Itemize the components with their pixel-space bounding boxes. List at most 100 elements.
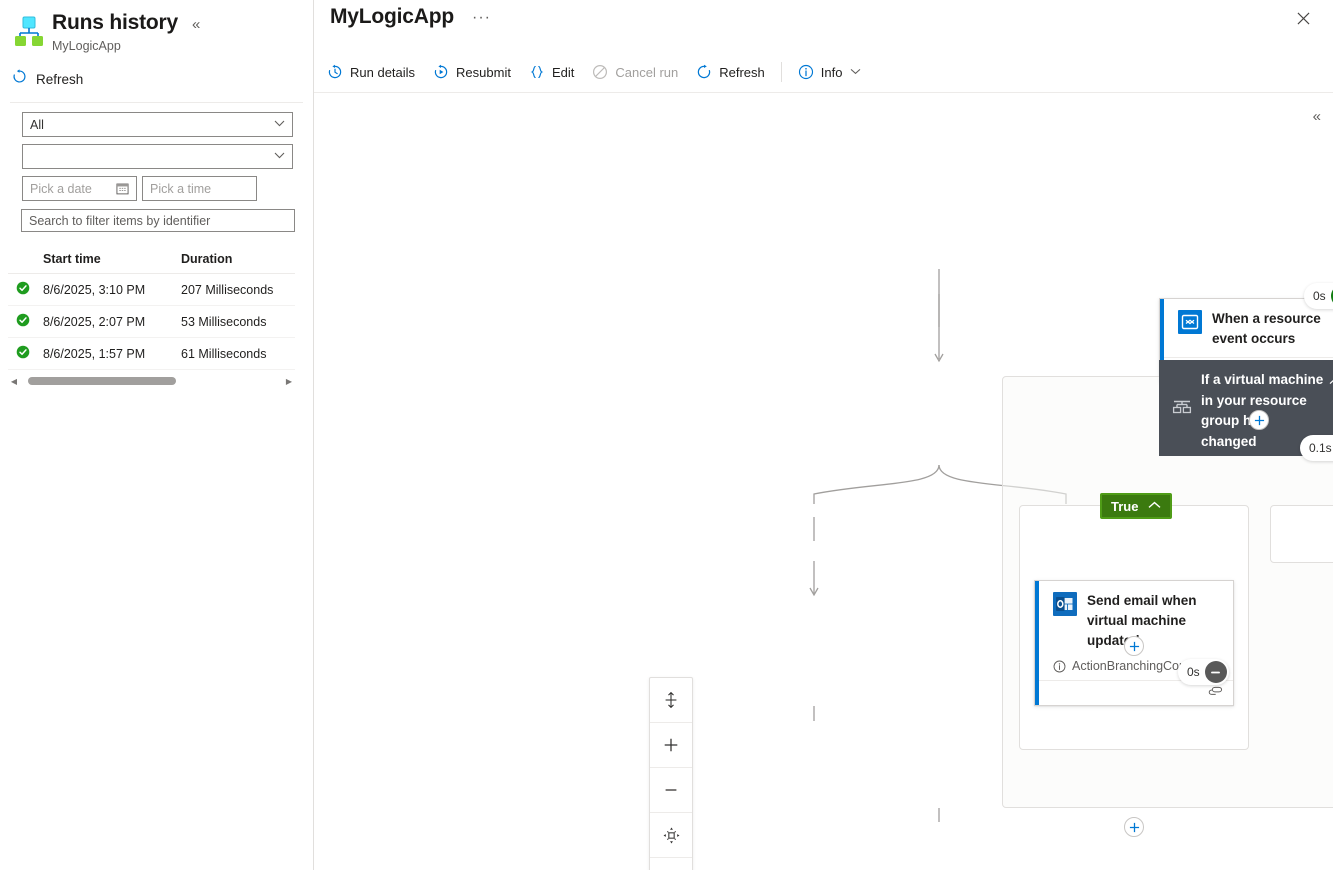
canvas-tools: [649, 677, 693, 870]
fit-to-screen-button[interactable]: [650, 678, 692, 723]
add-action-button[interactable]: [1124, 817, 1144, 837]
trigger-status-badge: 0s: [1304, 283, 1333, 309]
page-title: Runs history: [52, 11, 178, 34]
run-status-icon: [8, 345, 38, 362]
false-branch-empty-label: 0 Actions: [1270, 536, 1333, 551]
info-button[interactable]: Info: [789, 57, 871, 88]
info-label: Info: [820, 64, 843, 80]
condition-node[interactable]: If a virtual machine in your resource gr…: [1159, 360, 1333, 456]
zoom-out-button[interactable]: [650, 768, 692, 813]
search-button[interactable]: [650, 858, 692, 870]
resubmit-icon: [433, 64, 449, 80]
add-action-button[interactable]: [1249, 410, 1269, 430]
run-status-icon: [8, 313, 38, 330]
chevron-up-icon[interactable]: [1329, 372, 1333, 390]
runs-table-horizontal-scrollbar[interactable]: ◀ ▶: [8, 376, 295, 386]
table-row[interactable]: 8/6/2025, 3:10 PM 207 Milliseconds: [8, 274, 295, 306]
refresh-label: Refresh: [719, 64, 765, 80]
trigger-node-body: When a resource event occurs: [1160, 299, 1333, 357]
run-details-button[interactable]: Run details: [318, 57, 424, 88]
sidebar-header: Runs history « MyLogicApp: [0, 0, 313, 54]
refresh-icon: [696, 64, 712, 80]
sidebar-collapse-button[interactable]: «: [191, 16, 201, 33]
edit-button[interactable]: Edit: [520, 57, 583, 88]
column-duration: Duration: [181, 252, 233, 266]
sidebar-refresh-label: Refresh: [36, 71, 84, 87]
zoom-in-button[interactable]: [650, 723, 692, 768]
more-options-button[interactable]: ···: [472, 9, 491, 26]
true-branch-badge[interactable]: True: [1100, 493, 1173, 519]
cancel-run-label: Cancel run: [615, 64, 679, 80]
action-node-footer: [1035, 680, 1233, 705]
resubmit-button[interactable]: Resubmit: [424, 57, 520, 88]
search-placeholder: Search to filter items by identifier: [29, 213, 211, 228]
status-filter-dropdown[interactable]: All: [22, 112, 293, 137]
scroll-right-arrow[interactable]: ▶: [285, 376, 293, 386]
date-picker-placeholder: Pick a date: [30, 181, 92, 196]
secondary-filter-dropdown[interactable]: [22, 144, 293, 169]
connection-icon[interactable]: [1208, 684, 1223, 702]
canvas-collapse-button[interactable]: «: [1312, 108, 1321, 125]
success-icon: [16, 345, 30, 362]
run-status-icon: [8, 281, 38, 298]
runs-table: Start time Duration 8/6/2025, 3:10 PM 20…: [0, 252, 313, 370]
run-duration: 207 Milliseconds: [181, 282, 274, 297]
trigger-node-title: When a resource event occurs: [1212, 311, 1321, 346]
node-accent-bar: [1160, 299, 1164, 382]
logic-app-icon: [12, 14, 46, 48]
workflow-title: MyLogicApp: [330, 5, 454, 28]
node-accent-bar: [1035, 581, 1039, 705]
success-icon: [16, 281, 30, 298]
condition-duration: 0.1s: [1309, 441, 1332, 455]
sidebar-divider: [10, 102, 303, 103]
date-picker-field[interactable]: Pick a date: [22, 176, 137, 201]
run-start-time: 8/6/2025, 1:57 PM: [43, 346, 146, 361]
status-filter-value: All: [30, 117, 44, 132]
column-start-time: Start time: [43, 252, 101, 266]
designer-pane: MyLogicApp ··· Run details: [314, 0, 1333, 870]
time-picker-field[interactable]: Pick a time: [142, 176, 257, 201]
trigger-node-footer: [1160, 357, 1333, 382]
info-icon: [798, 64, 814, 80]
edit-label: Edit: [551, 64, 575, 80]
false-branch-container: [1270, 505, 1333, 563]
run-details-label: Run details: [350, 64, 416, 80]
action-node[interactable]: Send email when virtual machine updated …: [1034, 580, 1234, 706]
trigger-duration: 0s: [1313, 289, 1326, 303]
command-bar: Run details Resubmit: [314, 52, 1333, 93]
cancel-run-button: Cancel run: [583, 57, 687, 88]
condition-status-badge: 0.1s: [1300, 435, 1333, 461]
refresh-icon: [12, 69, 27, 89]
refresh-button[interactable]: Refresh: [687, 57, 774, 88]
skipped-icon: [1204, 661, 1227, 683]
workflow-canvas[interactable]: «: [314, 94, 1333, 870]
sidebar-subtitle: MyLogicApp: [52, 39, 121, 53]
event-grid-icon: [1178, 310, 1202, 334]
scrollbar-thumb[interactable]: [28, 377, 176, 385]
cancel-icon: [592, 64, 608, 80]
scroll-left-arrow[interactable]: ◀: [10, 376, 18, 386]
workflow-connectors: [809, 269, 1067, 822]
run-history-icon: [327, 64, 343, 80]
recenter-button[interactable]: [650, 813, 692, 858]
chevron-down-icon: [274, 119, 285, 130]
resubmit-label: Resubmit: [456, 64, 511, 80]
run-duration: 61 Milliseconds: [181, 346, 267, 361]
runs-history-panel: Runs history « MyLogicApp Refresh All: [0, 0, 314, 870]
scrollbar-track[interactable]: [20, 377, 283, 385]
run-start-time: 8/6/2025, 3:10 PM: [43, 282, 146, 297]
outlook-icon: [1053, 592, 1077, 616]
sidebar-refresh-button[interactable]: Refresh: [12, 68, 313, 90]
calendar-icon: [116, 182, 129, 195]
search-input[interactable]: Search to filter items by identifier: [21, 209, 295, 232]
add-action-button[interactable]: [1124, 636, 1144, 656]
filters-section: All Pick a date: [0, 103, 313, 232]
true-branch-label: True: [1111, 498, 1139, 514]
table-row[interactable]: 8/6/2025, 2:07 PM 53 Milliseconds: [8, 306, 295, 338]
success-icon: [1330, 285, 1333, 307]
condition-icon: [1171, 396, 1193, 418]
success-icon: [16, 313, 30, 330]
table-row[interactable]: 8/6/2025, 1:57 PM 61 Milliseconds: [8, 338, 295, 370]
close-button[interactable]: [1292, 7, 1314, 29]
